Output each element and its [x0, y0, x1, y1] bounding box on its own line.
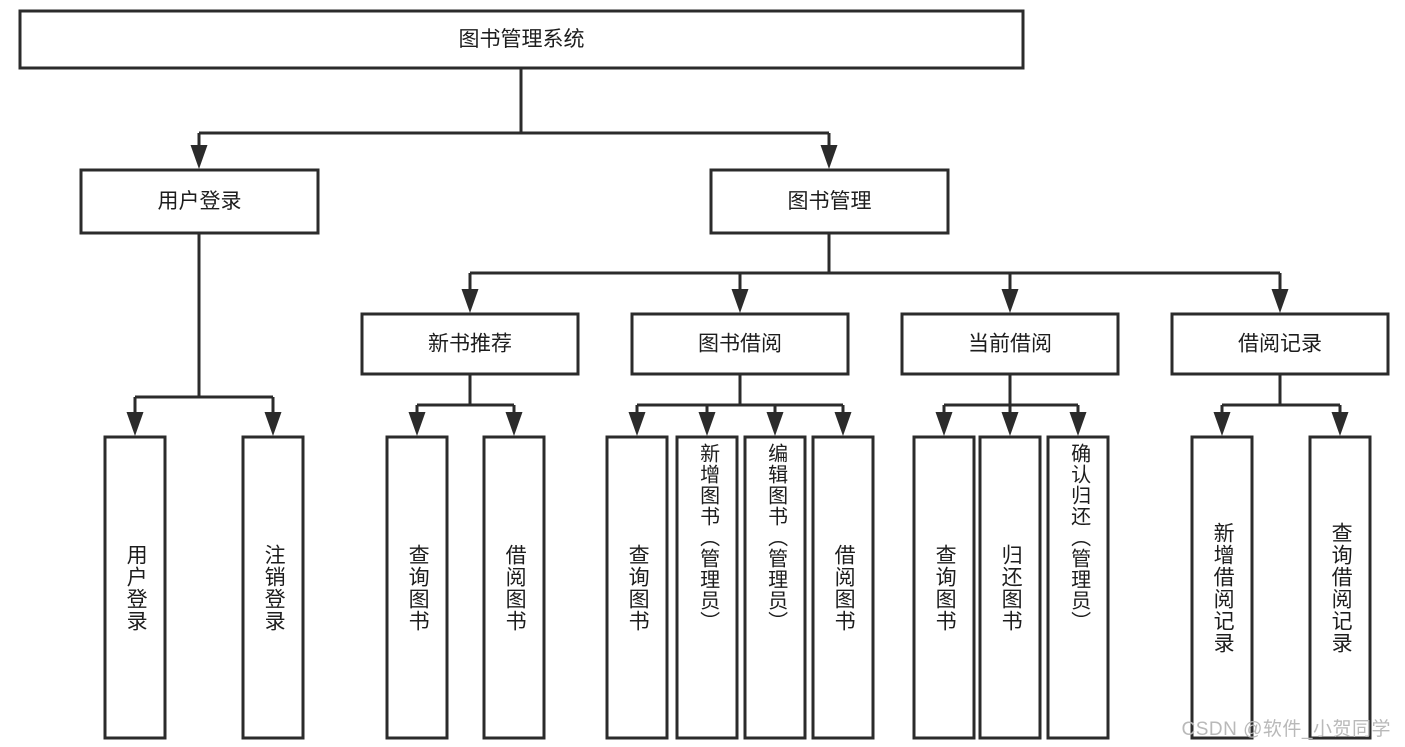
node-box-user-login-logout[interactable]	[241, 435, 305, 740]
node-box-user-login-login[interactable]	[103, 435, 167, 740]
arrow-head-icon	[1331, 412, 1349, 436]
arrow-head-icon	[935, 412, 953, 436]
node-label-new-book-recommend: 新书推荐	[428, 333, 512, 356]
node-label-book-management: 图书管理	[788, 190, 872, 213]
node-label-borrow-record: 借阅记录	[1238, 333, 1322, 356]
connector-group-book-management-to-level3	[461, 233, 1289, 313]
arrow-head-icon	[766, 412, 784, 436]
node-label-book-borrow: 图书借阅	[698, 333, 782, 356]
node-box-current-borrow-query[interactable]	[912, 435, 976, 740]
node-box-layer	[18, 9, 1390, 740]
node-box-book-management[interactable]	[709, 168, 950, 235]
watermark: CSDN @软件_小贺同学	[1181, 719, 1391, 740]
node-box-borrow-record-add[interactable]	[1190, 435, 1254, 740]
connector-group-current-borrow-to-leaves	[935, 374, 1087, 436]
arrow-head-icon	[505, 412, 523, 436]
connector-group-new-book-recommend-to-leaves	[408, 374, 523, 436]
node-box-book-borrow-edit[interactable]	[743, 435, 807, 740]
arrow-head-icon	[1001, 289, 1019, 313]
node-box-book-borrow-lend[interactable]	[811, 435, 875, 740]
node-label-current-borrow: 当前借阅	[968, 333, 1052, 356]
arrow-head-icon	[1271, 289, 1289, 313]
node-label-user-login: 用户登录	[158, 190, 242, 213]
connector-group-root-to-level2	[190, 68, 838, 169]
arrow-head-icon	[1069, 412, 1087, 436]
connector-group-book-borrow-to-leaves	[628, 374, 852, 436]
arrow-head-icon	[820, 145, 838, 169]
connector-layer	[126, 68, 1349, 436]
node-box-current-borrow-confirm[interactable]	[1046, 435, 1110, 740]
node-box-book-borrow[interactable]	[630, 312, 850, 376]
arrow-head-icon	[1213, 412, 1231, 436]
connector-group-borrow-record-to-leaves	[1213, 374, 1349, 436]
node-box-borrow-record[interactable]	[1170, 312, 1390, 376]
node-box-root[interactable]	[18, 9, 1025, 70]
connector-group-user-login-to-leaves	[126, 233, 282, 436]
node-box-current-borrow-return[interactable]	[978, 435, 1042, 740]
arrow-head-icon	[126, 412, 144, 436]
arrow-head-icon	[834, 412, 852, 436]
arrow-head-icon	[461, 289, 479, 313]
arrow-head-icon	[264, 412, 282, 436]
node-box-borrow-record-query[interactable]	[1308, 435, 1372, 740]
arrow-head-icon	[698, 412, 716, 436]
node-box-book-borrow-add[interactable]	[675, 435, 739, 740]
arrow-head-icon	[190, 145, 208, 169]
node-box-new-book-query[interactable]	[385, 435, 449, 740]
node-box-current-borrow[interactable]	[900, 312, 1120, 376]
node-box-user-login[interactable]	[79, 168, 320, 235]
node-label-root: 图书管理系统	[459, 28, 585, 51]
node-box-new-book-borrow[interactable]	[482, 435, 546, 740]
arrow-head-icon	[628, 412, 646, 436]
arrow-head-icon	[1001, 412, 1019, 436]
node-box-book-borrow-query[interactable]	[605, 435, 669, 740]
arrow-head-icon	[408, 412, 426, 436]
node-box-new-book-recommend[interactable]	[360, 312, 580, 376]
arrow-head-icon	[731, 289, 749, 313]
